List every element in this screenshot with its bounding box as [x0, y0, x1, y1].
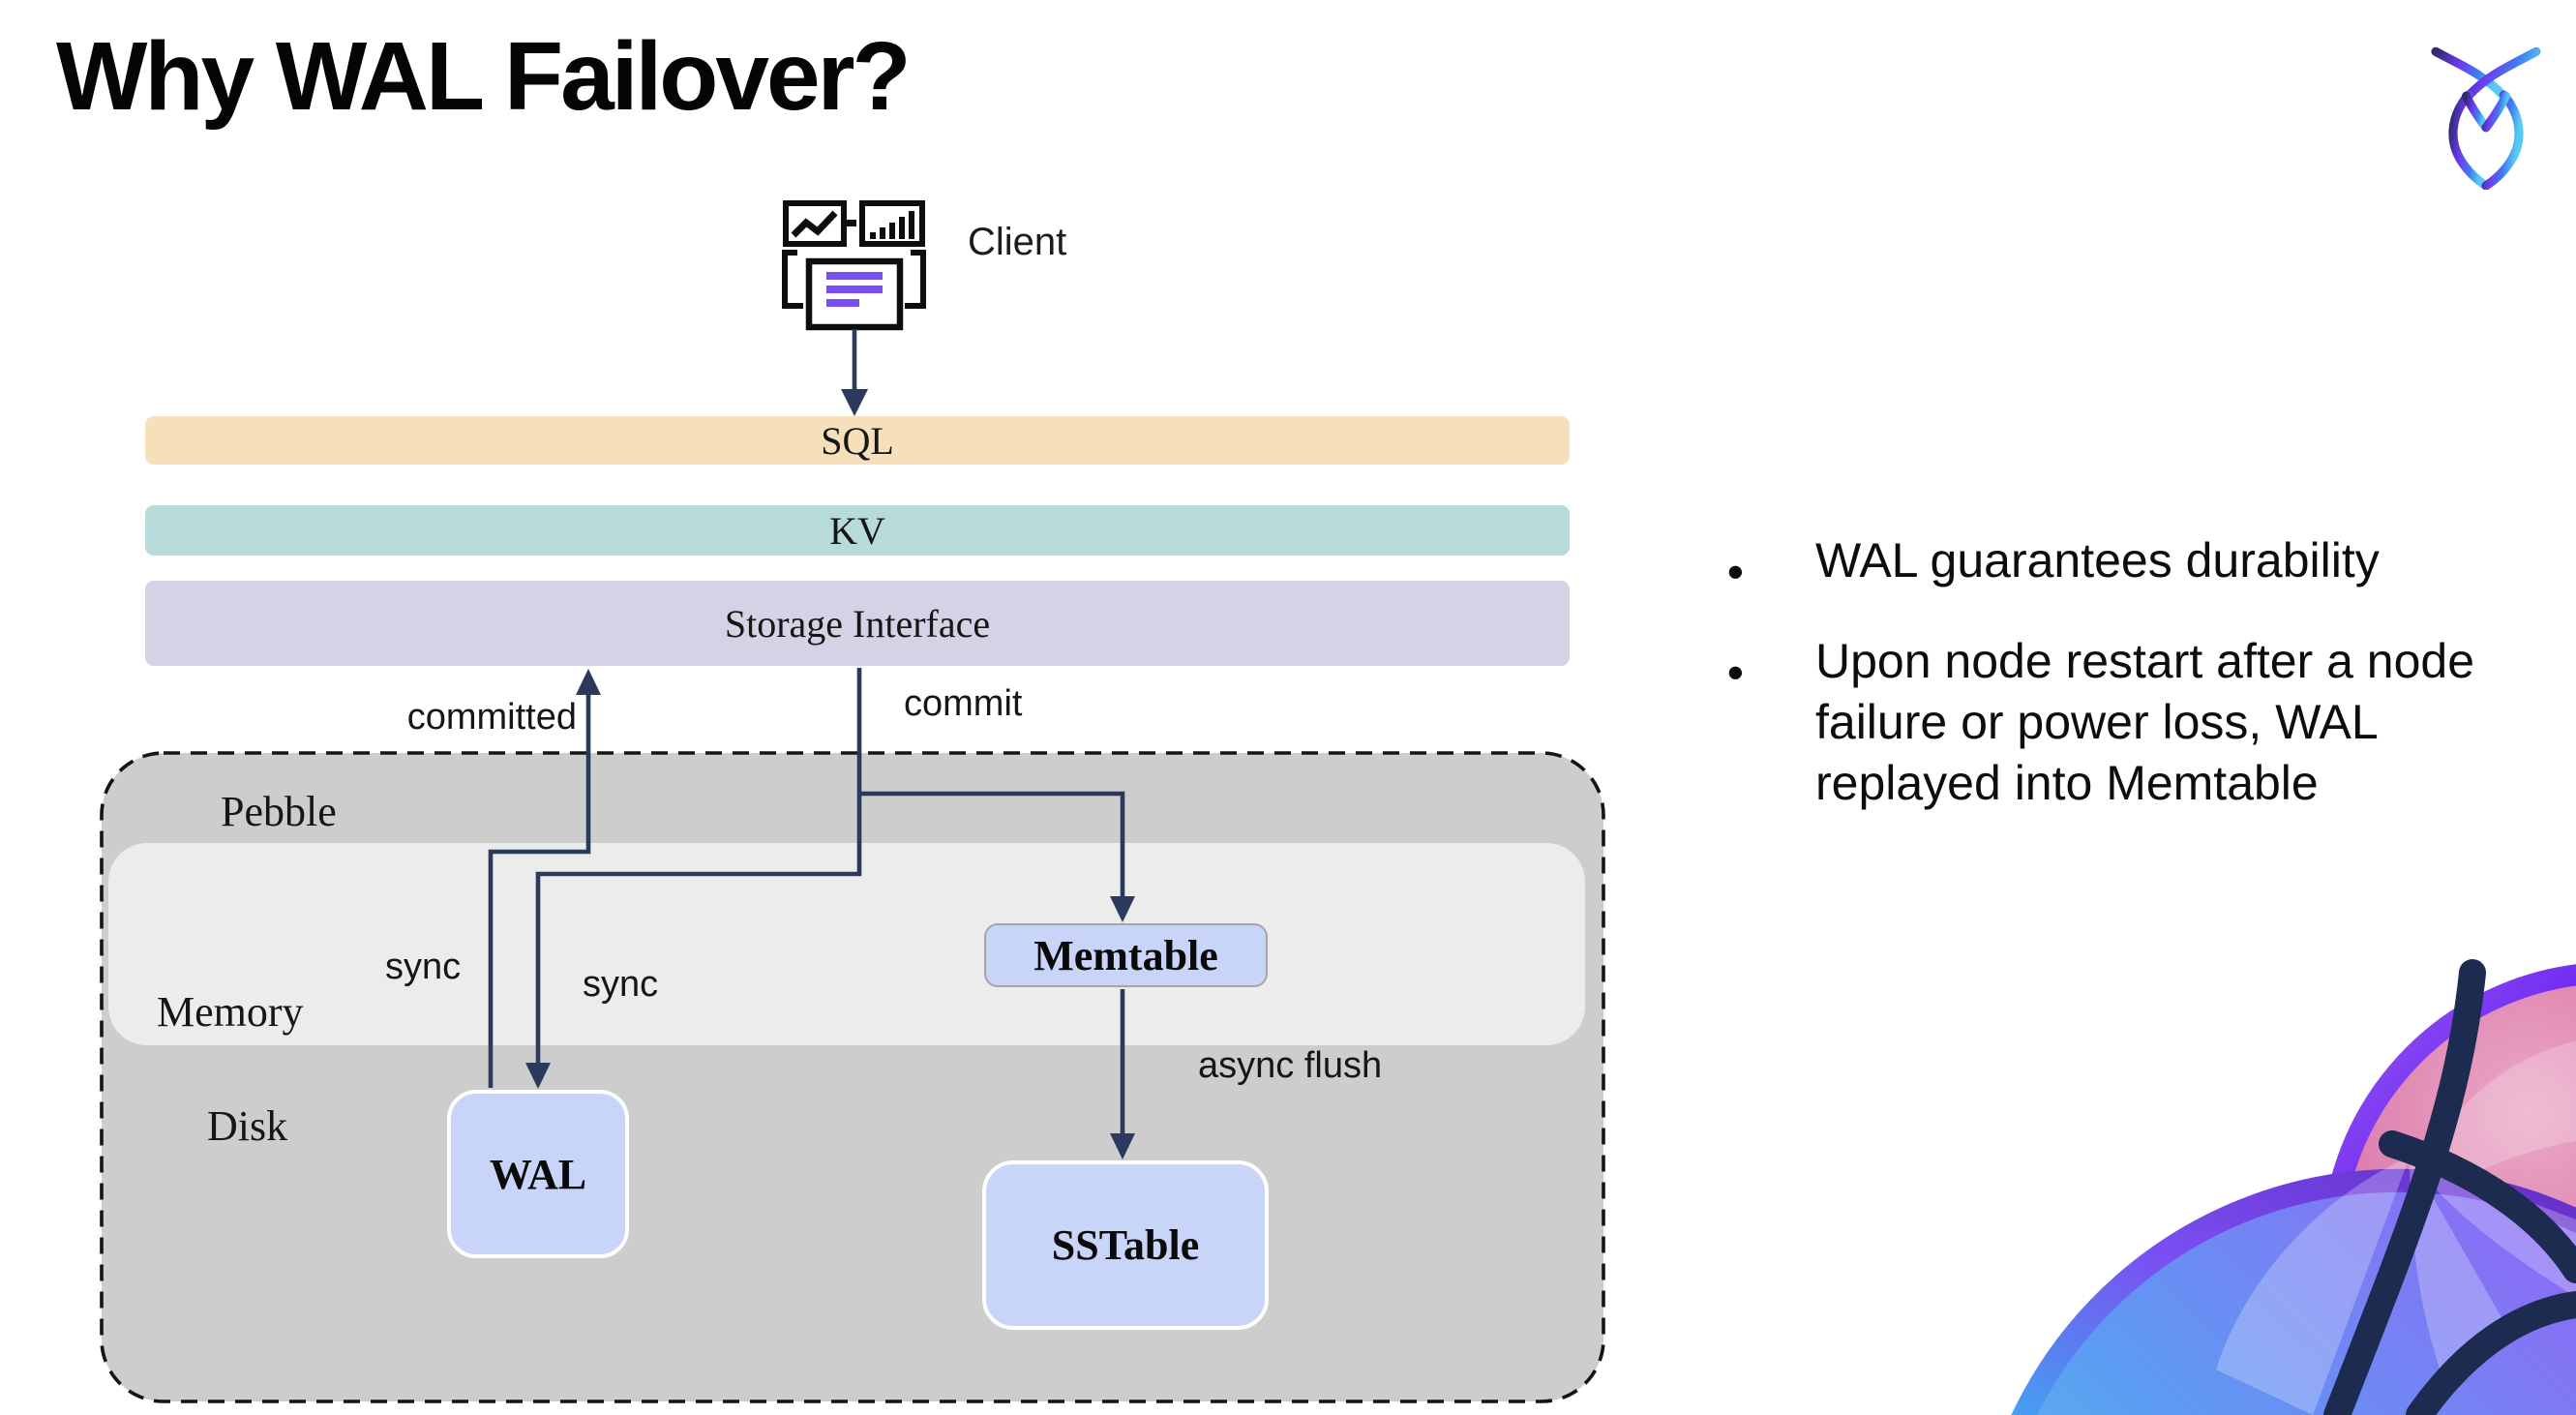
disk-label: Disk	[207, 1102, 288, 1150]
memory-band	[108, 843, 1585, 1045]
layer-storage-label: Storage Interface	[724, 601, 991, 646]
bullet-item: Upon node restart after a node failure o…	[1724, 631, 2493, 814]
committed-arrow-label: committed	[406, 697, 577, 738]
bar-chart-icon	[859, 200, 925, 247]
brand-artwork	[2011, 959, 2576, 1415]
text-lines-icon	[826, 272, 883, 307]
bars-icon	[870, 211, 914, 239]
document-icon	[805, 257, 904, 331]
bracket-right-icon	[905, 250, 926, 309]
arrowhead-sql	[841, 389, 868, 416]
client-icon	[782, 200, 926, 331]
memtable-box-label: Memtable	[1033, 931, 1218, 979]
layer-sql: SQL	[145, 416, 1570, 465]
sstable-box-label: SSTable	[1051, 1221, 1200, 1269]
pebble-label: Pebble	[221, 788, 337, 835]
memtable-box: Memtable	[984, 923, 1268, 987]
page-title: Why WAL Failover?	[56, 22, 912, 131]
layer-storage-interface: Storage Interface	[145, 581, 1570, 666]
bracket-left-icon	[782, 250, 803, 309]
wal-box-label: WAL	[489, 1150, 587, 1198]
commit-arrow-label: commit	[904, 683, 1023, 724]
blue-ring-arc	[2011, 1168, 2576, 1415]
sync-left-arrow-label: sync	[385, 947, 462, 987]
line-chart-icon	[783, 200, 847, 247]
layer-kv-label: KV	[829, 508, 885, 553]
layer-kv: KV	[145, 505, 1570, 556]
dash-icon	[847, 220, 856, 226]
sync-right-arrow-label: sync	[583, 964, 659, 1005]
arrowhead-storage	[576, 669, 601, 695]
sstable-box: SSTable	[982, 1160, 1269, 1330]
blue-circle	[2021, 1171, 2576, 1415]
wal-box: WAL	[447, 1090, 629, 1258]
layer-sql-label: SQL	[821, 418, 894, 463]
memory-label: Memory	[157, 988, 304, 1036]
client-label: Client	[968, 221, 1067, 263]
cockroachdb-logo-icon	[2431, 46, 2541, 190]
leaf-vein-strokes	[2323, 959, 2576, 1415]
trend-line-icon	[791, 210, 838, 238]
async-flush-arrow-label: async flush	[1198, 1045, 1383, 1086]
bullet-item: WAL guarantees durability	[1724, 530, 2493, 601]
bullet-list: WAL guarantees durability Upon node rest…	[1724, 530, 2518, 854]
